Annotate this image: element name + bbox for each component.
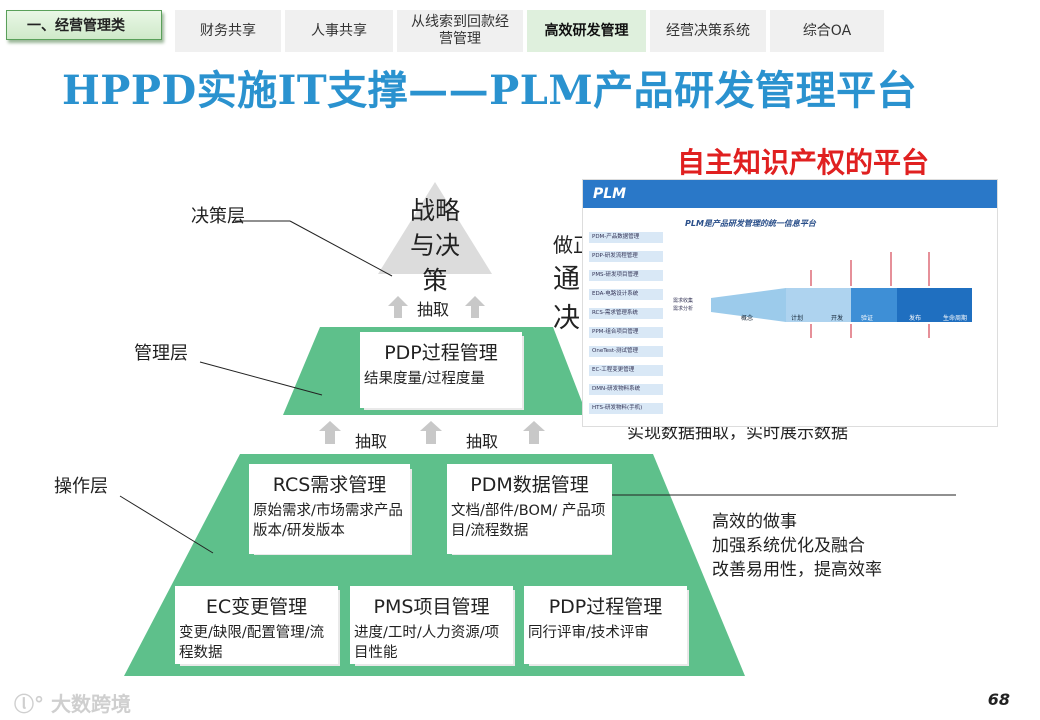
management-leader — [199, 361, 323, 396]
plm-stage: 生命周期 — [943, 315, 968, 322]
watermark-text: 大数跨境 — [50, 692, 131, 716]
pdp-bottom-card: PDP过程管理 同行评审/技术评审 — [524, 586, 687, 664]
plm-menu-item: EDA-电路设计系统 — [589, 289, 663, 300]
note-partial-3: 决 — [553, 303, 580, 334]
card-desc: 原始需求/市场需求产品版本/研发版本 — [253, 503, 403, 539]
plm-brand: PLM — [593, 186, 627, 202]
operation-leader — [119, 495, 214, 554]
extract-label-top: 抽取 — [417, 300, 450, 319]
page-number: 68 — [987, 690, 1010, 709]
card-desc: 同行评审/技术评审 — [528, 625, 649, 641]
card-desc: 变更/缺限/配置管理/流程数据 — [179, 625, 325, 661]
card-title: RCS需求管理 — [272, 474, 387, 496]
data-extract-note-clip: 实现数据抽取，实时展示数据 — [627, 421, 899, 441]
operation-layer-label: 操作层 — [54, 476, 108, 497]
up-arrow-icons — [319, 296, 545, 444]
plm-menu-item: RCS-需求管理系统 — [589, 308, 663, 319]
pms-card: PMS项目管理 进度/工时/人力资源/项目性能 — [350, 586, 513, 664]
page-title: HPPD实施IT支撑——PLM产品研发管理平台 — [62, 67, 918, 114]
extract-label-left: 抽取 — [355, 432, 388, 451]
efficiency-notes: 高效的做事 加强系统优化及融合 改善易用性，提高效率 — [712, 510, 882, 582]
efficiency-note-2: 加强系统优化及融合 — [712, 536, 865, 556]
pdm-card: PDM数据管理 文档/部件/BOM/ 产品项目/流程数据 — [447, 464, 612, 554]
plm-menu-item: OneTest-测试管理 — [589, 346, 663, 357]
note-partial-2: 通 — [553, 264, 580, 295]
svg-text:需求分析: 需求分析 — [673, 305, 693, 312]
plm-stage: 开发 — [831, 315, 844, 322]
svg-text:需求收集: 需求收集 — [673, 297, 693, 304]
data-extract-note: 实现数据抽取，实时展示数据 — [627, 423, 848, 441]
tab-lead-to-cash[interactable]: 从线索到回款经营管理 — [397, 10, 523, 52]
plm-menu-item: HTS-研发物料(手机) — [589, 403, 663, 414]
plm-menu-item: EC-工程变更管理 — [589, 365, 663, 376]
decision-leader — [289, 220, 393, 277]
ec-card: EC变更管理 变更/缺限/配置管理/流程数据 — [175, 586, 338, 664]
red-title: 自主知识产权的平台 — [677, 146, 930, 179]
card-title: PDM数据管理 — [470, 474, 589, 496]
tab-finance-sharing[interactable]: 财务共享 — [175, 10, 281, 52]
card-desc: 进度/工时/人力资源/项目性能 — [354, 625, 500, 661]
tab-hr-sharing[interactable]: 人事共享 — [285, 10, 393, 52]
plm-menu-item: PMS-研发项目管理 — [589, 270, 663, 281]
tab-decision-system[interactable]: 经营决策系统 — [650, 10, 766, 52]
efficiency-note-1: 高效的做事 — [712, 512, 797, 532]
plm-heading: PLM是产品研发管理的统一信息平台 — [685, 219, 816, 228]
pdp-top-card: PDP过程管理 结果度量/过程度量 — [360, 332, 522, 408]
extract-label-right: 抽取 — [466, 432, 499, 451]
plm-stage: 计划 — [791, 315, 804, 322]
management-layer-label: 管理层 — [134, 343, 188, 364]
plm-menu-item: DMN-研发物料系统 — [589, 384, 663, 395]
plm-header: PLM — [583, 180, 997, 208]
card-title: PDP过程管理 — [548, 596, 663, 618]
plm-menu-item: PPM-组合项目管理 — [589, 327, 663, 338]
plm-stage: 发布 — [909, 315, 922, 322]
card-desc: 文档/部件/BOM/ 产品项目/流程数据 — [451, 503, 606, 539]
category-tab[interactable]: 一、经营管理类 — [6, 10, 162, 40]
card-title: EC变更管理 — [205, 596, 308, 618]
plm-screenshot: PLM PLM是产品研发管理的统一信息平台 PDM-产品数据管理 PDP-研发流… — [582, 179, 998, 427]
pyramid-apex — [378, 182, 492, 274]
plm-stage: 概念 — [741, 315, 754, 322]
efficiency-note-3: 改善易用性，提高效率 — [712, 560, 882, 580]
watermark-icon: ⓛ° — [14, 692, 51, 716]
card-desc: 结果度量/过程度量 — [364, 371, 485, 387]
plm-menu-item: PDP-研发流程管理 — [589, 251, 663, 262]
card-title: PMS项目管理 — [373, 596, 490, 618]
tab-oa[interactable]: 综合OA — [770, 10, 884, 52]
strategy-decision-text: 战略与决策 — [409, 196, 460, 295]
plm-stage: 验证 — [861, 315, 874, 322]
rcs-card: RCS需求管理 原始需求/市场需求产品版本/研发版本 — [249, 464, 410, 554]
tab-rd-management[interactable]: 高效研发管理 — [527, 10, 646, 52]
plm-menu-item: PDM-产品数据管理 — [589, 232, 663, 243]
watermark-logo: ⓛ° 大数跨境 — [14, 688, 131, 717]
card-title: PDP过程管理 — [384, 342, 498, 364]
decision-layer-label: 决策层 — [191, 206, 245, 227]
